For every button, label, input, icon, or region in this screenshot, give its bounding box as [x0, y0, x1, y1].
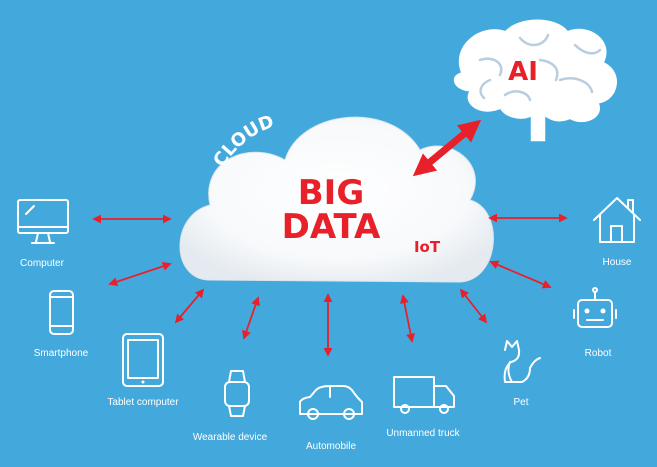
arrow-smartphone [108, 262, 172, 286]
arrow-pet [459, 288, 488, 324]
device-label-truck: Unmanned truck [386, 428, 460, 439]
device-arrows [92, 213, 568, 357]
device-label-wearable: Wearable device [193, 432, 268, 443]
iot-tag: IoT [414, 238, 441, 256]
house-icon [593, 197, 641, 243]
cat-icon [503, 340, 541, 383]
brain-icon [452, 18, 619, 143]
device-label-tablet: Tablet computer [107, 397, 179, 408]
smartwatch-icon [224, 370, 250, 417]
device-label-robot: Robot [585, 348, 612, 359]
arrow-truck [399, 294, 416, 343]
device-label-smartphone: Smartphone [34, 348, 89, 359]
arrow-tablet [174, 288, 205, 324]
device-label-house: House [603, 257, 632, 268]
car-icon [299, 385, 363, 420]
device-label-computer: Computer [20, 258, 65, 269]
cloud-ai-arrow [412, 119, 482, 177]
truck-icon [393, 376, 455, 414]
ai-label: AI [508, 57, 538, 87]
device-label-pet: Pet [513, 397, 528, 408]
tablet-icon [122, 333, 164, 387]
arrow-robot [489, 260, 552, 289]
arrow-wearable [242, 296, 260, 340]
robot-icon [573, 287, 617, 328]
device-label-automobile: Automobile [306, 441, 356, 452]
big-data-title-line1: BIG [298, 173, 364, 213]
smartphone-icon [49, 290, 74, 335]
computer-icon [17, 199, 69, 244]
big-data-title-line2: DATA [282, 207, 381, 247]
